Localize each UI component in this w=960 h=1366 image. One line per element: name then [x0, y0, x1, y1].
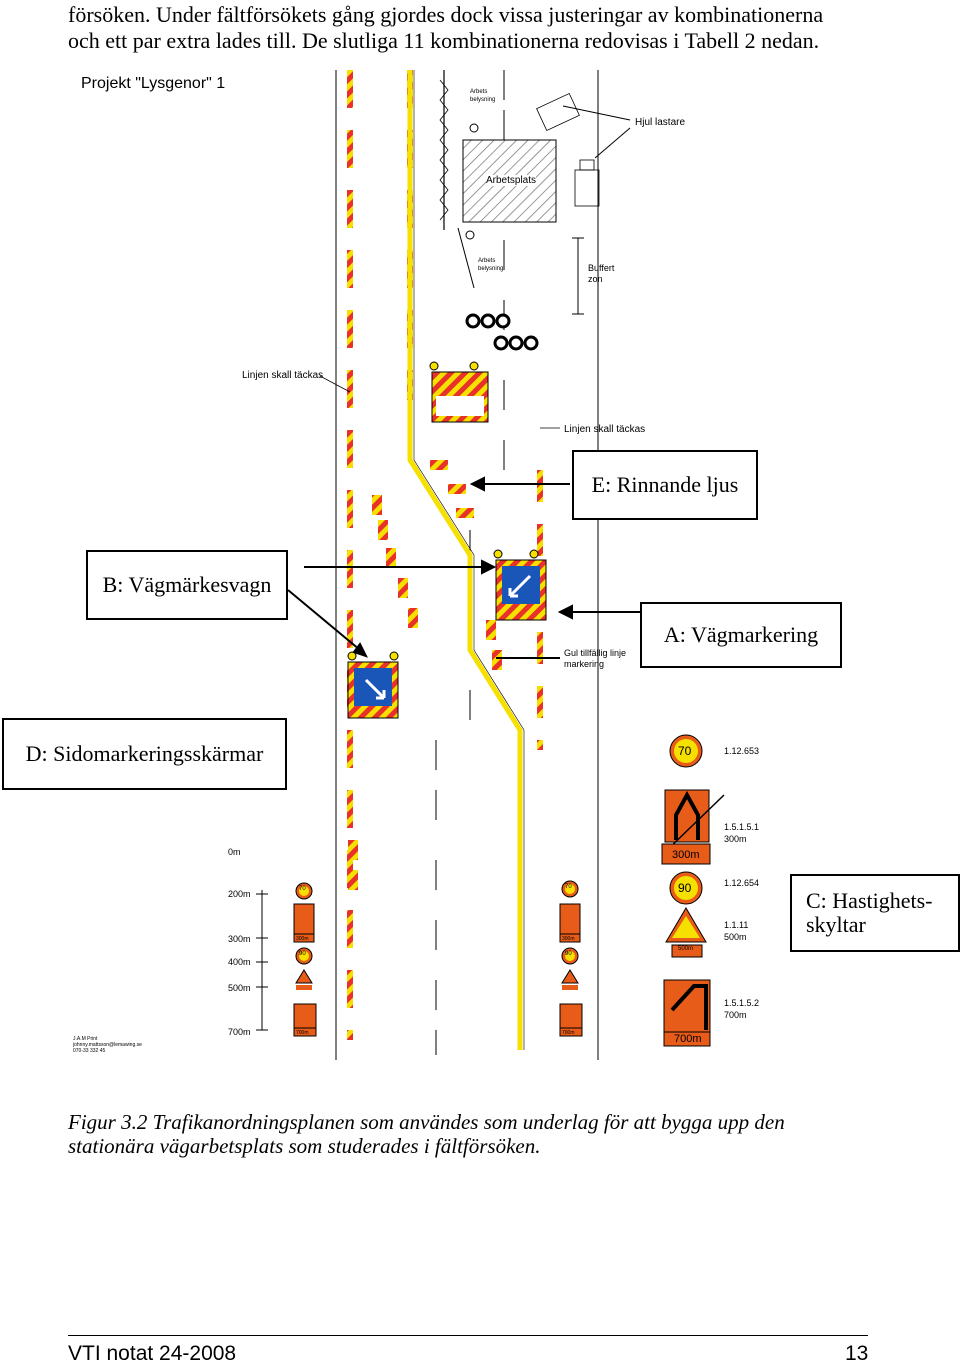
scale-400m: 400m [228, 957, 251, 967]
code-1-12-653: 1.12.653 [724, 746, 760, 756]
label-arbets-belysning-bottom: Arbets belysning [478, 258, 504, 272]
label-hjul-lastare: Hjul lastare [635, 117, 686, 128]
label-buffert-zon: Buffert zon [588, 263, 615, 284]
plate-700m: 700m [674, 1033, 702, 1045]
label-gul-linje: Gul tillfällig linje markering [564, 648, 627, 669]
barricade-board-top [429, 361, 489, 423]
sign-70-value: 70 [678, 744, 692, 758]
scale-700m: 700m [228, 1027, 251, 1037]
mini-70-right: 70 [565, 884, 572, 890]
speed-sign-70-icon [669, 734, 703, 768]
project-title: Projekt "Lysgenor" 1 [81, 75, 226, 92]
dist-700m: 700m [724, 1010, 747, 1020]
distance-scale [256, 890, 268, 1031]
mini-90-left: 90 [299, 951, 306, 957]
mini-signs-right [559, 880, 583, 1037]
mini-700m-right: 700m [562, 1030, 575, 1036]
mini-signs-left [293, 882, 317, 1037]
credit-line-2: johnny.mattsson@lemawing.se [73, 1042, 142, 1048]
left-edge-barrier-stripes [347, 70, 413, 1040]
running-light-cones [465, 313, 539, 351]
caption-line-1: Figur 3.2 Trafikanordningsplanen som anv… [68, 1110, 785, 1134]
code-1-5-1-5-1: 1.5.1.5.1 [724, 822, 760, 832]
wheel-loader-icon [536, 92, 600, 207]
code-1-1-11: 1.1.11 [724, 920, 749, 930]
lane-closed-sign-icon [663, 979, 711, 1047]
label-linjen-right: Linjen skall täckas [564, 424, 646, 435]
mini-90-right: 90 [565, 951, 572, 957]
scale-300m: 300m [228, 934, 251, 944]
footer-left: VTI notat 24-2008 [68, 1342, 237, 1365]
plate-500m: 500m [678, 946, 694, 952]
plate-300m: 300m [672, 849, 700, 861]
sign-trailer-upper [493, 549, 547, 621]
body-text-line-2: och ett par extra lades till. De slutlig… [68, 28, 820, 53]
footer-page-number: 13 [845, 1342, 869, 1365]
roadwork-warning-sign-icon [665, 907, 707, 958]
mini-300m-left: 300m [296, 936, 309, 942]
mini-700m-left: 700m [296, 1030, 309, 1036]
code-1-5-1-5-2: 1.5.1.5.2 [724, 998, 760, 1008]
scale-500m: 500m [228, 983, 251, 993]
speed-sign-90-icon [669, 871, 703, 905]
box-a-vagmarkering: A: Vägmarkering [640, 602, 842, 668]
annotation-arrows [287, 476, 640, 659]
mini-300m-right: 300m [562, 936, 575, 942]
credit-line-1: J.A.M Print [73, 1036, 98, 1042]
code-1-12-654: 1.12.654 [724, 878, 760, 888]
scale-0m: 0m [228, 847, 241, 857]
taper-chevron-boards [348, 460, 502, 890]
credit-line-3: 070-33 332 45 [73, 1048, 106, 1054]
label-linjen-left: Linjen skall täckas [242, 370, 324, 381]
figure-caption: Figur 3.2 Trafikanordningsplanen som anv… [68, 1110, 785, 1158]
dist-300m-a: 300m [724, 834, 747, 844]
box-c-hastighetsskyltar: C: Hastighets- skyltar [790, 874, 960, 952]
lane-merge-sign-icon [661, 789, 725, 865]
body-text-line-1: försöken. Under fältförsökets gång gjord… [68, 2, 824, 27]
label-arbets-belysning-top: Arbets belysning [470, 89, 496, 103]
caption-line-2: stationära vägarbetsplats som studerades… [68, 1134, 541, 1158]
box-e-rinnande-ljus: E: Rinnande ljus [572, 450, 758, 520]
scale-200m: 200m [228, 889, 251, 899]
box-d-sidomarkeringsskarmar: D: Sidomarkeringsskärmar [2, 718, 287, 790]
label-arbetsplats: Arbetsplats [486, 175, 537, 186]
sign-90-value: 90 [678, 881, 692, 895]
dist-500m: 500m [724, 932, 747, 942]
box-b-vagmarkesvagn: B: Vägmärkesvagn [86, 550, 288, 620]
footer-rule [68, 1335, 868, 1336]
mini-70-left: 70 [299, 886, 306, 892]
sign-trailer-lower [347, 651, 399, 719]
yellow-temporary-line [407, 70, 523, 1050]
